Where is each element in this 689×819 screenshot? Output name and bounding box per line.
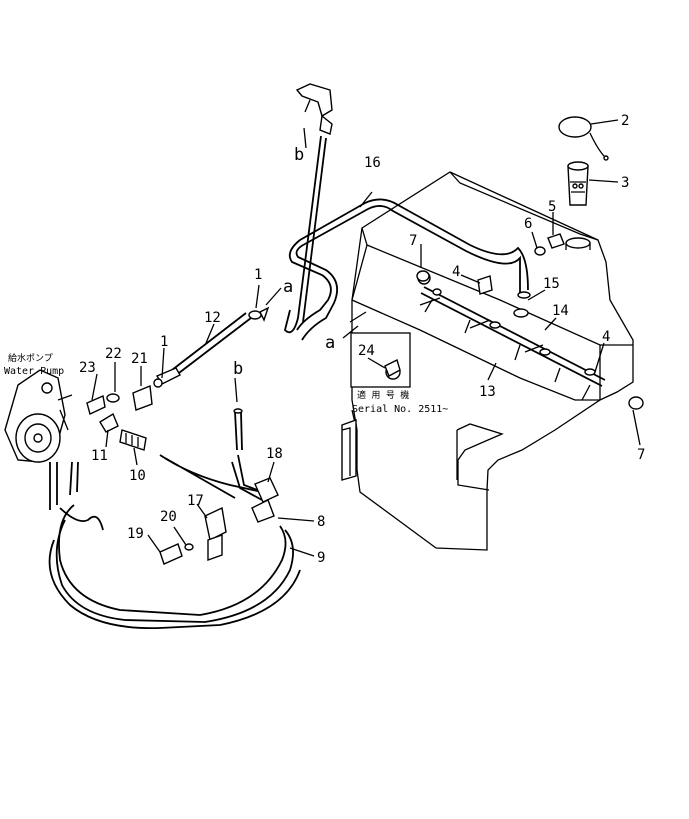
callout-3: 3: [621, 175, 629, 191]
callout-1a: 1: [254, 267, 262, 283]
callout-7a: 7: [409, 233, 417, 249]
letter-a-left: a: [325, 333, 335, 353]
callout-18: 18: [266, 446, 283, 462]
callout-4b: 4: [602, 329, 610, 345]
upper-bracket: [284, 83, 333, 334]
callout-21: 21: [131, 351, 148, 367]
letter-b-top: b: [294, 145, 304, 165]
fittings-left: [86, 384, 153, 451]
callout-16: 16: [364, 155, 381, 171]
water-pump: [4, 369, 73, 510]
callout-12: 12: [204, 310, 221, 326]
callout-5: 5: [548, 199, 556, 215]
fuel-pipe: [417, 271, 606, 401]
callout-8: 8: [317, 514, 325, 530]
callout-2: 2: [621, 113, 629, 129]
serial-en-label: Serial No. 2511~: [352, 404, 448, 415]
hose-12: [153, 306, 270, 388]
callout-20: 20: [160, 509, 177, 525]
filler-cap: [558, 116, 609, 161]
callout-4a: 4: [452, 264, 460, 280]
callout-11: 11: [91, 448, 108, 464]
mounting-post: [341, 419, 357, 481]
callout-17: 17: [187, 493, 204, 509]
hose-loops: [48, 408, 301, 630]
callout-6: 6: [524, 216, 532, 232]
callout-10: 10: [129, 468, 146, 484]
serial-jp-label: 適 用 号 機: [357, 389, 409, 401]
strainer: [567, 161, 589, 206]
callout-13: 13: [479, 384, 496, 400]
callout-15: 15: [543, 276, 560, 292]
water-pump-en-label: Water Pump: [4, 366, 64, 377]
callout-24: 24: [358, 343, 375, 359]
callout-labels: 2 3 5 6 7 4 15 14 4 13 7 16 1 12 1 21 22…: [4, 113, 645, 566]
letter-a-right: a: [283, 277, 293, 297]
serial-inset: [350, 332, 411, 388]
callout-7b: 7: [637, 447, 645, 463]
water-pump-jp-label: 給水ポンプ: [8, 352, 53, 364]
callout-9: 9: [317, 550, 325, 566]
tank-bolts: [416, 233, 644, 410]
leader-lines: [91, 119, 641, 557]
callout-23: 23: [79, 360, 96, 376]
callout-14: 14: [552, 303, 569, 319]
letter-b-lower: b: [233, 359, 243, 379]
return-hose: [288, 198, 531, 341]
callout-19: 19: [127, 526, 144, 542]
callout-22: 22: [105, 346, 122, 362]
callout-1b: 1: [160, 334, 168, 350]
